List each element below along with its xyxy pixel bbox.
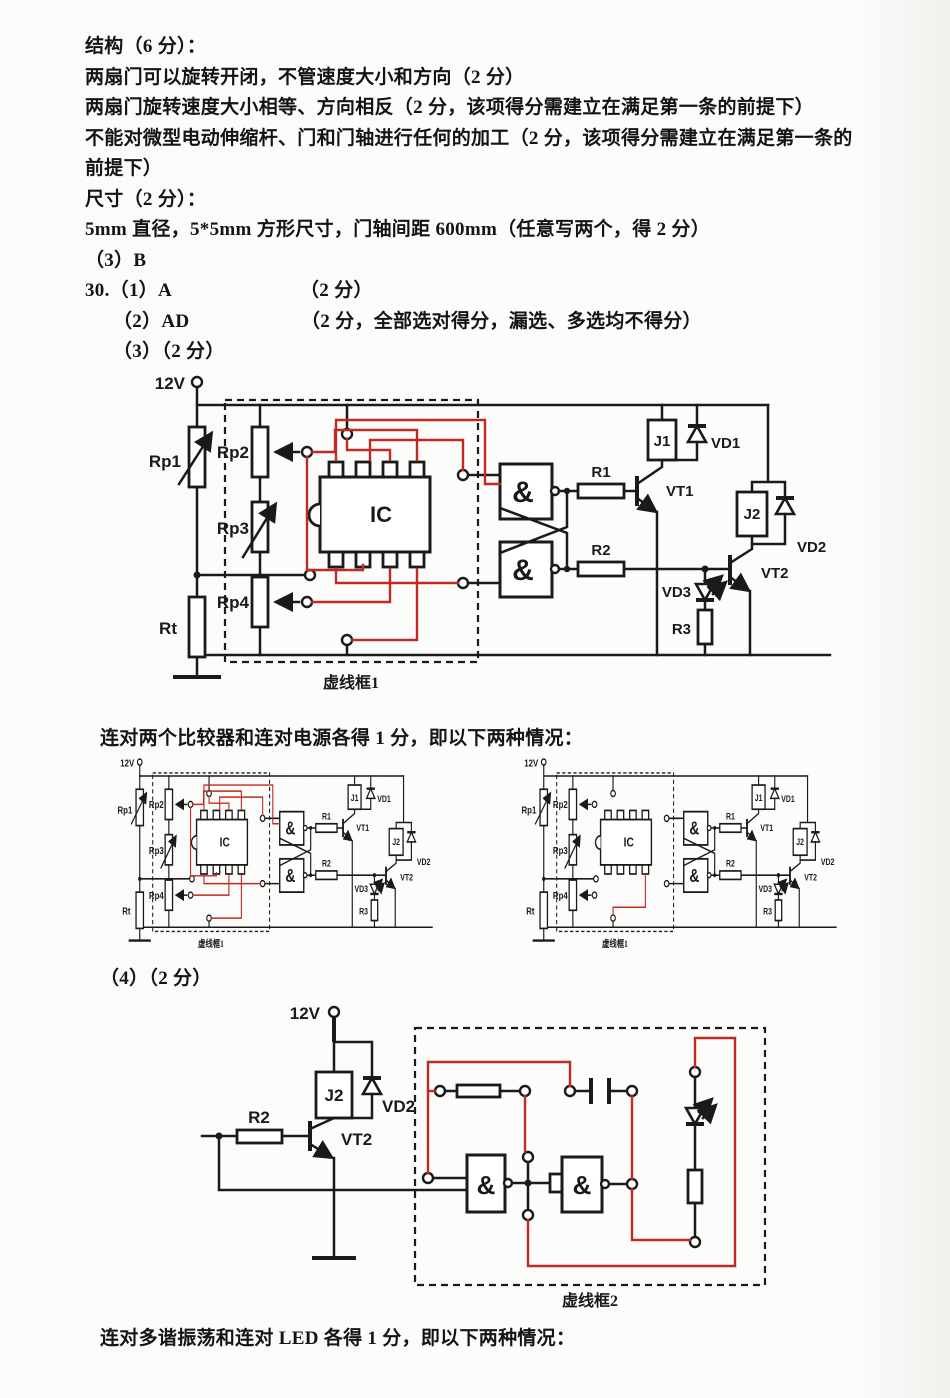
relay-j2 bbox=[735, 490, 769, 538]
dashed-box-2 bbox=[413, 1026, 767, 1287]
resistor-rp4 bbox=[250, 575, 270, 629]
answer-line: （3）B bbox=[85, 249, 147, 271]
answer-line: 两扇门可以旋转开闭，不管速度大小和方向（2 分） bbox=[85, 66, 525, 88]
ic-chip bbox=[318, 475, 432, 554]
answer-line: 30.（1）A （2 分） bbox=[85, 276, 915, 307]
rt-label: Rt bbox=[159, 619, 177, 638]
answer-line: （3）（2 分） bbox=[113, 341, 225, 362]
dashed-box-2-label: 虚线框2 bbox=[562, 1291, 618, 1310]
answer-line: 结构（6 分）： bbox=[85, 36, 207, 57]
circuit-diagram-case1 bbox=[88, 756, 486, 963]
rp4-wiper-terminal bbox=[300, 595, 314, 609]
j1-label: J1 bbox=[654, 433, 671, 450]
answer-line: 前提下） bbox=[85, 158, 163, 179]
resistor-r3 bbox=[696, 608, 714, 646]
diode-vd2 bbox=[773, 495, 797, 516]
vt1-label: VT1 bbox=[666, 483, 694, 500]
vd2-label: VD2 bbox=[382, 1097, 415, 1116]
r2-label: R2 bbox=[591, 542, 610, 559]
score-note: （2 分） bbox=[300, 280, 373, 301]
gate2-input-terminal bbox=[456, 576, 470, 590]
vd1-label: VD1 bbox=[711, 435, 740, 452]
rp2-label: Rp2 bbox=[217, 443, 249, 462]
answer-line: 5mm 直径，5*5mm 方形尺寸，门轴间距 600mm（任意写两个，得 2 分… bbox=[85, 219, 711, 240]
answer-line: 尺寸（2 分）： bbox=[85, 188, 207, 210]
circuit4-red-wiring bbox=[426, 1036, 737, 1268]
nand-gate-2-symbol: & bbox=[573, 1170, 592, 1200]
r2-label: R2 bbox=[248, 1108, 270, 1127]
nand-gate-1 bbox=[465, 1153, 507, 1214]
resistor-r2 bbox=[235, 1128, 284, 1145]
led-resistor bbox=[686, 1168, 704, 1205]
circuit-diagram-case2 bbox=[492, 756, 890, 963]
circuit-diagram-main: 虚线框1 12V Rp1 Rt Rp2 Rp3 Rp4 bbox=[149, 374, 832, 692]
timing-resistor bbox=[455, 1083, 502, 1099]
caption-comparators: 连对两个比较器和连对电源各得 1 分，即以下两种情况： bbox=[100, 728, 584, 749]
supply-label: 12V bbox=[155, 374, 186, 393]
vd3-label: VD3 bbox=[662, 584, 691, 601]
circuit4-black-wiring: 12V J2 VD2 VT2 R2 虚线框2 bbox=[200, 1004, 767, 1310]
answer-line: 两扇门旋转速度大小相等、方向相反（2 分，该项得分需建立在满足第一条的前提下） bbox=[85, 97, 814, 118]
rp1-label: Rp1 bbox=[149, 452, 181, 471]
score-note: （2 分，全部选对得分，漏选、多选均不得分） bbox=[301, 310, 702, 332]
rp4-label: Rp4 bbox=[217, 593, 250, 612]
vt2-label: VT2 bbox=[341, 1130, 372, 1149]
j2-label: J2 bbox=[325, 1086, 344, 1105]
r3-label: R3 bbox=[672, 621, 691, 638]
resistor-r1 bbox=[576, 482, 626, 500]
vd2-label: VD2 bbox=[797, 539, 826, 556]
diode-vd1 bbox=[685, 423, 709, 444]
dashed-box-1 bbox=[223, 398, 480, 664]
j2-label: J2 bbox=[744, 506, 761, 523]
circuit1-black-wiring: 虚线框1 12V Rp1 Rt Rp2 Rp3 Rp4 bbox=[149, 374, 832, 692]
caption-item4: （4）（2 分） bbox=[100, 968, 212, 989]
rp3-label: Rp3 bbox=[217, 519, 249, 538]
supply-label: 12V bbox=[290, 1004, 321, 1023]
circuit-diagram-multivibrator: 12V J2 VD2 VT2 R2 虚线框2 bbox=[200, 1004, 767, 1310]
answer-text: （2）AD bbox=[113, 310, 190, 332]
diode-vd2 bbox=[360, 1075, 384, 1096]
resistor-r2 bbox=[576, 560, 626, 578]
ic-bottom-terminal bbox=[340, 633, 354, 647]
supply-terminal bbox=[327, 1005, 341, 1019]
r1-label: R1 bbox=[591, 464, 610, 481]
relay-j2 bbox=[314, 1070, 354, 1120]
timing-capacitor bbox=[589, 1078, 611, 1104]
ic-label: IC bbox=[370, 502, 392, 527]
answer-line: （2）AD （2 分，全部选对得分，漏选、多选均不得分） bbox=[85, 307, 915, 338]
answer-line: 不能对微型电动伸缩杆、门和门轴进行任何的加工（2 分，该项得分需建立在满足第一条… bbox=[85, 127, 853, 149]
circuit1-red-wiring bbox=[305, 418, 502, 642]
answer-text-block: 结构（6 分）： 两扇门可以旋转开闭，不管速度大小和方向（2 分） 两扇门旋转速… bbox=[85, 32, 915, 368]
nand-gate-1-symbol: & bbox=[512, 476, 534, 509]
vt2-label: VT2 bbox=[761, 565, 789, 582]
answer-text: 30.（1）A bbox=[85, 280, 173, 301]
dashed-box-1-label: 虚线框1 bbox=[323, 673, 379, 692]
nand-gate-1-symbol: & bbox=[477, 1170, 496, 1200]
caption-led: 连对多谐振荡和连对 LED 各得 1 分，即以下两种情况： bbox=[100, 1328, 576, 1349]
resistor-rp2 bbox=[250, 425, 270, 479]
nand-gate-2-symbol: & bbox=[512, 554, 534, 587]
gate1-input-terminal bbox=[456, 468, 470, 482]
resistor-rt bbox=[187, 595, 207, 659]
left-input-terminal bbox=[303, 568, 317, 582]
supply-terminal bbox=[190, 375, 204, 389]
gate1-input-terminal bbox=[421, 1171, 435, 1185]
circuit2-red-wiring bbox=[612, 873, 646, 916]
rp2-wiper-terminal bbox=[300, 445, 314, 459]
